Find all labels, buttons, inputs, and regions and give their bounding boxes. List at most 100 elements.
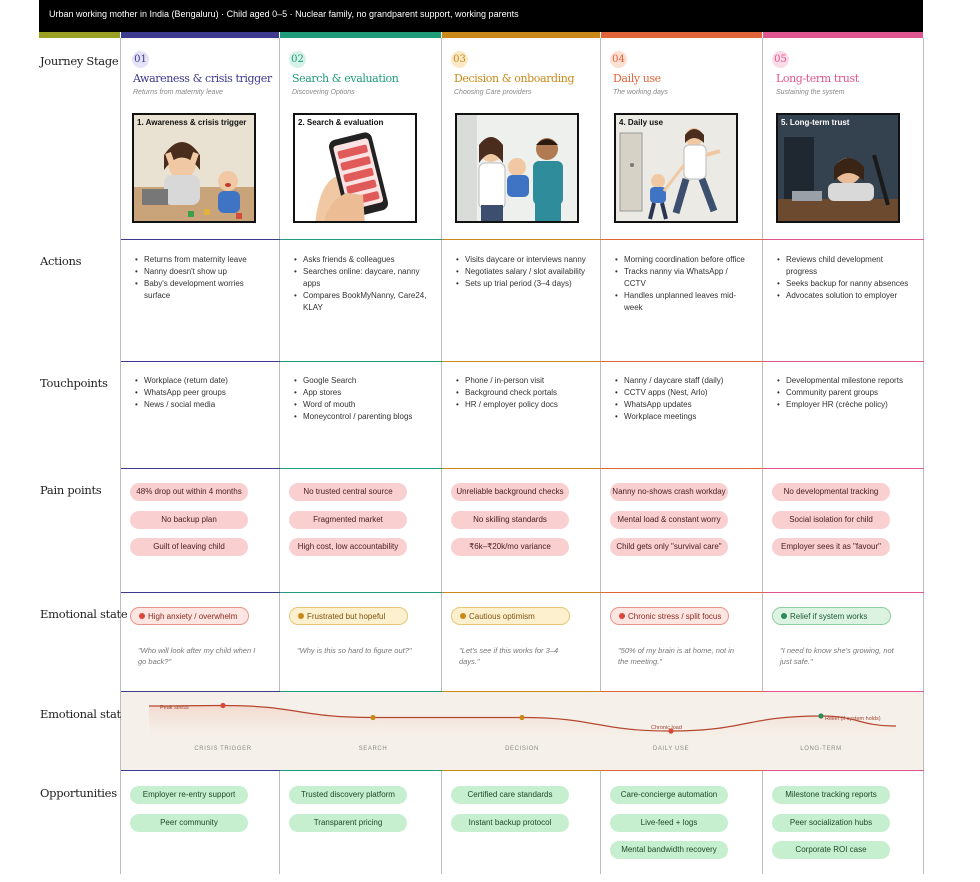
list-item: Google Search xyxy=(293,375,429,387)
pain-point-pill: ₹6k–₹20k/mo variance xyxy=(451,538,569,556)
list-item: Visits daycare or interviews nanny xyxy=(455,254,588,266)
list-item: Word of mouth xyxy=(293,399,429,411)
row-separator xyxy=(442,468,601,469)
opportunity-pill: Care-concierge automation xyxy=(610,786,728,804)
handover-to-caregiver-icon xyxy=(455,113,579,223)
list-item: Compares BookMyNanny, Care24, KLAY xyxy=(293,290,429,314)
grid-line xyxy=(120,38,121,874)
curve-axis-label: DECISION xyxy=(505,746,539,752)
row-separator xyxy=(442,691,601,692)
phone-search-icon: 2. Search & evaluation xyxy=(293,113,417,223)
pain-point-pill: Guilt of leaving child xyxy=(130,538,248,556)
row-separator xyxy=(121,361,280,362)
row-separator xyxy=(601,361,763,362)
row-separator xyxy=(121,770,280,771)
emotion-dot-icon xyxy=(298,613,304,619)
actions-list: Reviews child development progressSeeks … xyxy=(776,254,911,302)
opportunity-pill: Transparent pricing xyxy=(289,813,407,832)
pain-point-pill: No skilling standards xyxy=(451,510,569,529)
list-item: Asks friends & colleagues xyxy=(293,254,429,266)
stage-5-strip xyxy=(763,32,923,38)
grid-line xyxy=(441,38,442,874)
row-separator xyxy=(442,239,601,240)
stage-subtitle: Discovering Options xyxy=(292,89,355,96)
row-separator xyxy=(280,361,442,362)
grid-line xyxy=(600,38,601,874)
list-item: Reviews child development progress xyxy=(776,254,911,278)
row-separator xyxy=(763,691,924,692)
list-item: Searches online: daycare, nanny apps xyxy=(293,266,429,290)
curve-annotation: Chronic load xyxy=(651,725,682,731)
curve-point xyxy=(220,702,226,709)
stage-number: 01 xyxy=(132,51,149,68)
opportunity-pill: Instant backup protocol xyxy=(451,813,569,832)
emotion-quote: "Why is this so hard to figure out?" xyxy=(297,646,412,655)
list-item: Employer HR (crèche policy) xyxy=(776,399,911,411)
row-separator xyxy=(763,592,924,593)
touchpoints-list: Nanny / daycare staff (daily)CCTV apps (… xyxy=(614,375,750,423)
emotion-dot-icon xyxy=(139,613,145,619)
curve-area xyxy=(149,705,896,746)
pain-point-pill: Fragmented market xyxy=(289,510,407,529)
emotion-label: Relief if system works xyxy=(790,612,868,621)
list-item: Morning coordination before office xyxy=(614,254,750,266)
opportunity-pill: Mental bandwidth recovery xyxy=(610,841,728,859)
stage-2-strip xyxy=(280,32,441,38)
stage-number: 02 xyxy=(289,51,306,68)
actions-list: Returns from maternity leaveNanny doesn'… xyxy=(134,254,267,302)
row-separator xyxy=(442,770,601,771)
curve-axis-label: SEARCH xyxy=(358,746,388,752)
row-separator xyxy=(601,770,763,771)
context-text: Urban working mother in India (Bengaluru… xyxy=(49,9,519,19)
mother-rushing-with-child-icon: 4. Daily use xyxy=(614,113,738,223)
illustration-caption: 4. Daily use xyxy=(619,118,664,127)
pain-point-pill: No backup plan xyxy=(130,510,248,529)
opportunity-pill: Trusted discovery platform xyxy=(289,786,407,804)
opportunity-pill: Peer socialization hubs xyxy=(772,813,890,832)
emotion-badge: Frustrated but hopeful xyxy=(289,607,408,625)
emotional-curve-chart xyxy=(148,702,897,746)
context-header: Urban working mother in India (Bengaluru… xyxy=(39,0,923,32)
list-item: WhatsApp updates xyxy=(614,399,750,411)
stage-number: 05 xyxy=(772,51,789,68)
stage-3-strip xyxy=(442,32,600,38)
stage-title: Daily use xyxy=(613,72,661,85)
row-separator xyxy=(601,592,763,593)
row-separator xyxy=(763,468,924,469)
emotion-badge: High anxiety / overwhelm xyxy=(130,607,249,625)
list-item: Community parent groups xyxy=(776,387,911,399)
list-item: App stores xyxy=(293,387,429,399)
row-separator xyxy=(763,361,924,362)
opportunity-pill: Certified care standards xyxy=(451,786,569,804)
emotion-dot-icon xyxy=(460,613,466,619)
list-item: Baby's development worries surface xyxy=(134,278,267,302)
grid-line xyxy=(923,38,924,874)
pain-point-pill: High cost, low accountability xyxy=(289,538,407,556)
pain-point-pill: 48% drop out within 4 months xyxy=(130,483,248,501)
list-item: Seeks backup for nanny absences xyxy=(776,278,911,290)
list-item: CCTV apps (Nest, Arlo) xyxy=(614,387,750,399)
row-separator xyxy=(280,239,442,240)
curve-point xyxy=(519,714,525,721)
stage-title: Awareness & crisis trigger xyxy=(133,72,272,85)
row-label-emotional-state: Emotional state xyxy=(40,607,128,621)
emotion-badge: Chronic stress / split focus xyxy=(610,607,729,625)
list-item: Workplace meetings xyxy=(614,411,750,423)
stressed-mother-crying-baby-icon: 1. Awareness & crisis trigger xyxy=(132,113,256,223)
curve-point xyxy=(668,728,674,734)
touchpoints-list: Phone / in-person visitBackground check … xyxy=(455,375,588,411)
row-separator xyxy=(280,592,442,593)
pain-point-pill: Child gets only "survival care" xyxy=(610,538,728,556)
pain-point-pill: Social isolation for child xyxy=(772,510,890,529)
emotion-label: Cautious optimism xyxy=(469,612,535,621)
illustration-caption: 1. Awareness & crisis trigger xyxy=(137,118,247,127)
list-item: Negotiates salary / slot availability xyxy=(455,266,588,278)
row-label-pain-points: Pain points xyxy=(40,483,102,497)
grid-line xyxy=(762,38,763,874)
emotion-quote: "Who will look after my child when I go … xyxy=(138,646,256,666)
row-separator xyxy=(601,468,763,469)
stage-number: 04 xyxy=(610,51,627,68)
emotion-dot-icon xyxy=(619,613,625,619)
opportunity-pill: Milestone tracking reports xyxy=(772,786,890,804)
curve-point xyxy=(818,713,824,719)
